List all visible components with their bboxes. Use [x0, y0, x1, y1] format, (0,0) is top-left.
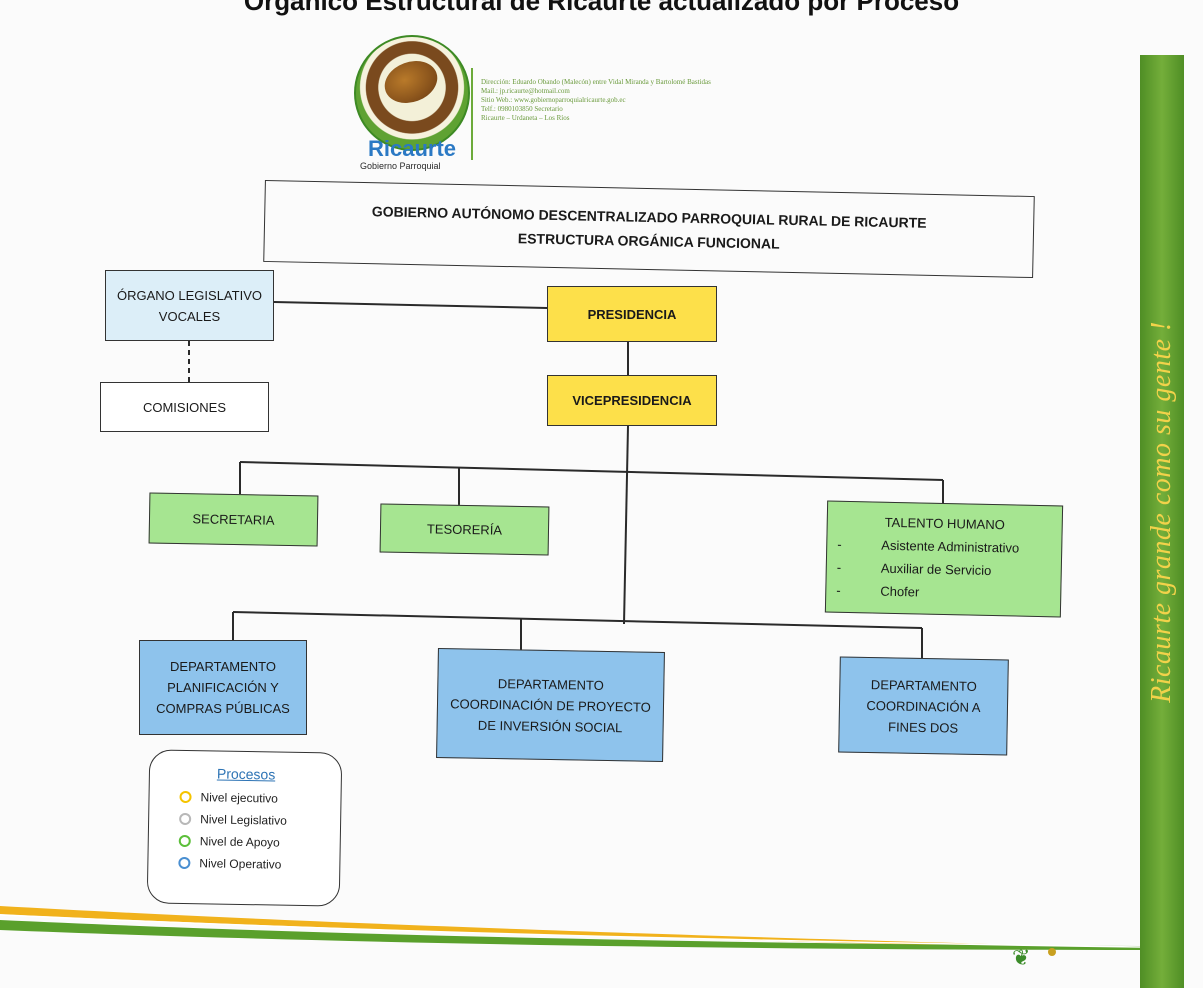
node-dep-planificacion: DEPARTAMENTO PLANIFICACIÓN Y COMPRAS PÚB… [139, 640, 307, 735]
node-organo-legislativo: ÓRGANO LEGISLATIVO VOCALES [105, 270, 274, 341]
node-presidencia: PRESIDENCIA [547, 286, 717, 342]
legend-dot-legislativo [179, 812, 192, 826]
leaf-sprout-icon: ❦ [1012, 945, 1031, 970]
legend-dot-apoyo [178, 834, 191, 848]
legend-dot-ejecutivo [179, 790, 192, 804]
legend-label: Nivel de Apoyo [199, 834, 280, 850]
node-vicepresidencia: VICEPRESIDENCIA [547, 375, 717, 426]
legislativo-line-1: ÓRGANO LEGISLATIVO [117, 287, 262, 303]
dep-planificacion-line-1: DEPARTAMENTO [170, 659, 276, 674]
contact-location: Ricaurte – Urdaneta – Los Ríos [481, 114, 570, 122]
legislativo-presidencia-connector [273, 301, 548, 309]
vice-trunk-connector [623, 425, 629, 625]
node-dep-fines-dos: DEPARTAMENTO COORDINACIÓN A FINES DOS [838, 656, 1009, 756]
contact-mail: Mail.: jp.ricaurte@hotmail.com [481, 87, 570, 95]
node-talento-humano: TALENTO HUMANO Asistente Administrativo … [824, 500, 1064, 618]
dep-fines-line-3: FINES DOS [887, 718, 959, 736]
contact-phone: Telf.: 0980103850 Secretario [481, 105, 563, 113]
node-tesoreria: TESORERÍA [379, 503, 550, 556]
logo-name: Ricaurte [368, 136, 457, 161]
legend-item: Nivel de Apoyo [178, 830, 340, 855]
contact-divider [471, 68, 473, 160]
structure-header-box: GOBIERNO AUTÓNOMO DESCENTRALIZADO PARROQ… [263, 179, 1035, 279]
page-heading: Orgánico Estructural de Ricaurte actuali… [243, 0, 960, 16]
legend-title: Procesos [216, 765, 276, 783]
contact-address: Dirección: Eduardo Obando (Malecón) entr… [481, 78, 711, 86]
secretaria-label: SECRETARIA [192, 511, 275, 528]
dep-fines-line-1: DEPARTAMENTO [870, 676, 977, 694]
dep-proyecto-line-3: DE INVERSIÓN SOCIAL [477, 717, 623, 735]
dep-planificacion-line-2: PLANIFICACIÓN Y [167, 680, 279, 695]
header-line-2: ESTRUCTURA ORGÁNICA FUNCIONAL [517, 230, 780, 252]
legend-label: Nivel Operativo [199, 856, 282, 872]
contact-website: Sitio Web.: www.gobiernoparroquialricaur… [481, 96, 626, 104]
node-secretaria: SECRETARIA [148, 492, 319, 547]
dep-proyecto-line-1: DEPARTAMENTO [497, 675, 604, 693]
legend-item: Nivel ejecutivo [179, 786, 340, 811]
node-dep-proyecto: DEPARTAMENTO COORDINACIÓN DE PROYECTO DE… [436, 648, 665, 762]
talento-item: Chofer [836, 579, 1070, 607]
legend-dot-operativo [178, 856, 191, 870]
legislativo-line-2: VOCALES [158, 308, 221, 324]
talento-item-label: Auxiliar de Servicio [880, 560, 992, 578]
support-bus-line [239, 461, 944, 481]
contact-info: Dirección: Eduardo Obando (Malecón) entr… [481, 78, 841, 123]
dep-fines-line-2: COORDINACIÓN A [866, 697, 981, 715]
dep-planificacion-line-3: COMPRAS PÚBLICAS [156, 701, 290, 716]
vicepresidencia-label: VICEPRESIDENCIA [572, 393, 692, 408]
presidencia-label: PRESIDENCIA [587, 306, 677, 322]
legend-label: Nivel Legislativo [200, 812, 287, 828]
legend-item: Nivel Operativo [178, 852, 339, 877]
comisiones-label: COMISIONES [142, 399, 227, 415]
decorative-dot-icon [1048, 948, 1056, 956]
node-comisiones: COMISIONES [100, 382, 269, 432]
tesoreria-label: TESORERÍA [426, 521, 503, 538]
legend-item: Nivel Legislativo [179, 808, 340, 833]
legend-label: Nivel ejecutivo [200, 790, 279, 806]
talento-item-label: Chofer [880, 583, 920, 600]
process-legend: Procesos Nivel ejecutivo Nivel Legislati… [146, 749, 343, 907]
slogan-band [1140, 55, 1184, 988]
logo-subtitle: Gobierno Parroquial [360, 161, 441, 171]
talento-item-label: Asistente Administrativo [881, 537, 1020, 556]
operative-bus-line [232, 611, 923, 629]
footer-swoosh [0, 906, 1140, 950]
